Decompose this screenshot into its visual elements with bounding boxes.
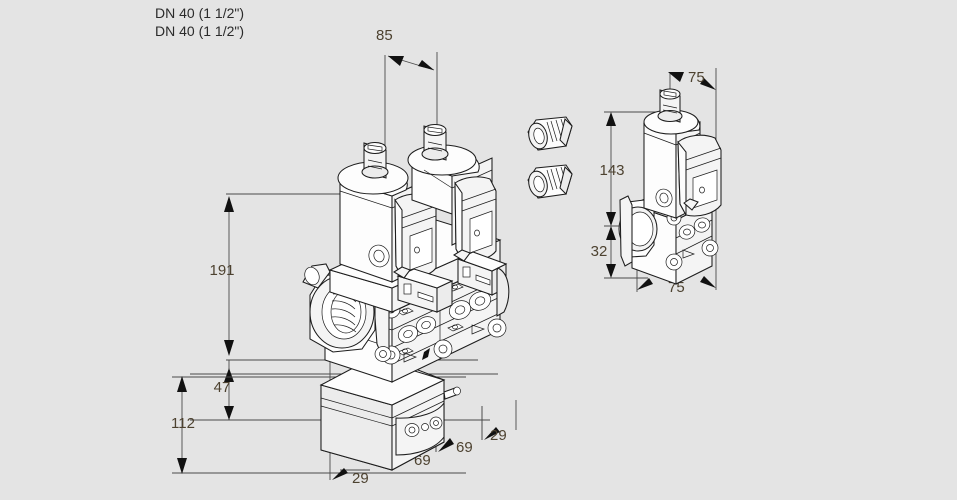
dimension-85: 85 <box>376 27 438 162</box>
terminal-connector-left <box>392 193 454 313</box>
cable-gland-lower <box>527 164 573 199</box>
dimension-29-right-label: 29 <box>490 427 507 444</box>
pressure-regulator <box>319 357 461 471</box>
dimension-29-right: 29 <box>481 400 517 444</box>
side-isometric-view: 75 143 32 <box>591 68 722 296</box>
dimension-75-bottom-label: 75 <box>668 279 685 296</box>
terminal-connector-right <box>452 176 510 317</box>
dimension-191-label: 191 <box>209 262 234 279</box>
dimension-143-label: 143 <box>599 162 624 179</box>
dimension-32-label: 32 <box>591 243 608 260</box>
dimension-85-label: 85 <box>376 27 393 44</box>
front-isometric-view <box>302 123 510 471</box>
dimension-112-label: 112 <box>171 415 195 432</box>
spec-line-2: DN 40 (1 1/2") <box>155 23 244 39</box>
dimension-75-top-label: 75 <box>688 69 705 86</box>
dimension-32: 32 <box>591 226 648 279</box>
cable-gland-upper <box>527 116 573 151</box>
side-terminal-connector <box>677 134 722 217</box>
dimension-29-left-label: 29 <box>352 470 369 487</box>
dimension-47-label: 47 <box>214 379 231 396</box>
dimension-69-second-label: 69 <box>456 439 473 456</box>
spec-line-1: DN 40 (1 1/2") <box>155 5 244 21</box>
